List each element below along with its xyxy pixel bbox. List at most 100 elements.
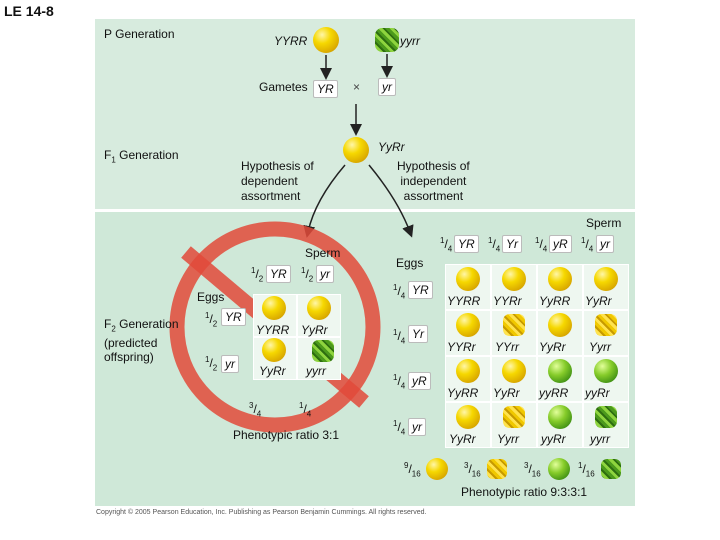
dependent-sperm-fraction-1: 1/2 (251, 266, 264, 284)
f1-generation-label: F1 Generation (104, 148, 179, 165)
arrow-f1-to-independent (368, 164, 414, 238)
hypothesis-dependent-label: Hypothesis of dependent assortment (241, 159, 314, 203)
ratio-yellow-wrinkled-pea-icon (487, 459, 507, 479)
sperm-allele-yr-mixed: Yr (502, 235, 522, 253)
independent-cell: YyRr (492, 357, 536, 401)
sperm-allele-yr-recessive: yr (596, 235, 614, 253)
independent-cell: YyRR (446, 357, 490, 401)
egg-allele-2: Yr (408, 325, 428, 343)
independent-cell: YyRr (446, 403, 490, 447)
egg-allele-3: yR (408, 372, 431, 390)
yellow-round-pea-icon (456, 267, 480, 291)
yellow-wrinkled-pea-icon (595, 314, 617, 336)
parent2-genotype: yyrr (400, 34, 420, 48)
independent-cell: Yyrr (492, 403, 536, 447)
hypothesis-independent-label: Hypothesis of independent assortment (397, 159, 470, 203)
dependent-punnett-square: YYRR YyRr YyRr yyrr (253, 294, 341, 380)
ratio-green-round-pea-icon (548, 458, 570, 480)
yellow-round-pea-icon (307, 296, 331, 320)
yellow-round-pea-icon (594, 267, 618, 291)
dependent-egg-fraction-1: 1/2 (205, 311, 218, 329)
independent-cell: YYRr (492, 265, 536, 309)
independent-cell: YyRR (538, 265, 582, 309)
cross-symbol: × (353, 80, 361, 94)
prohibition-circle (169, 221, 381, 433)
top-panel (95, 19, 635, 209)
ratio-fraction-yellow-wrinkled: 3/16 (464, 461, 481, 479)
sperm-fraction-yr-mixed: 1/4 (488, 236, 501, 254)
yellow-round-pea-icon (456, 405, 480, 429)
ratio-fraction-green-wrinkled: 1/16 (578, 461, 595, 479)
dependent-ratio-fraction-1: 3/4 (249, 401, 262, 419)
panel-divider (95, 209, 635, 212)
independent-cell: yyRr (538, 403, 582, 447)
yellow-round-pea-icon (548, 313, 572, 337)
f2-generation-label: F2 Generation (predicted offspring) (104, 317, 179, 365)
independent-eggs-label: Eggs (396, 256, 424, 270)
parent1-genotype: YYRR (274, 34, 308, 48)
yellow-round-pea-icon (502, 267, 526, 291)
dependent-egg-allele-1: YR (221, 308, 246, 326)
dependent-cell: yyrr (298, 338, 340, 379)
egg-fraction-3: 1/4 (393, 373, 406, 391)
parent1-yellow-round-pea-icon (313, 27, 339, 53)
egg-fraction-2: 1/4 (393, 328, 406, 346)
yellow-round-pea-icon (548, 267, 572, 291)
independent-cell: yyRR (538, 357, 582, 401)
f1-genotype: YyRr (378, 140, 405, 154)
yellow-wrinkled-pea-icon (503, 314, 525, 336)
yellow-wrinkled-pea-icon (503, 406, 525, 428)
dependent-cell: YyRr (298, 295, 340, 337)
green-round-pea-icon (548, 359, 572, 383)
dependent-eggs-label: Eggs (197, 290, 225, 304)
sperm-allele-yr-dominant: YR (454, 235, 479, 253)
f1-yellow-round-pea-icon (343, 137, 369, 163)
figure-title: LE 14-8 (4, 3, 54, 19)
yellow-round-pea-icon (456, 313, 480, 337)
yellow-round-pea-icon (262, 338, 286, 362)
independent-cell: YyRr (584, 265, 628, 309)
green-round-pea-icon (594, 359, 618, 383)
egg-allele-1: YR (408, 281, 433, 299)
independent-cell: yyrr (584, 403, 628, 447)
independent-phenotypic-ratio: Phenotypic ratio 9:3:3:1 (461, 485, 588, 499)
sperm-fraction-yr-dominant: 1/4 (440, 236, 453, 254)
dependent-sperm-allele-1: YR (266, 265, 291, 283)
sperm-fraction-yr-mixed2: 1/4 (535, 236, 548, 254)
yellow-round-pea-icon (262, 296, 286, 320)
green-wrinkled-pea-icon (312, 340, 334, 362)
green-wrinkled-pea-icon (595, 406, 617, 428)
independent-cell: Yyrr (584, 311, 628, 355)
ratio-fraction-green-round: 3/16 (524, 461, 541, 479)
sperm-fraction-yr-recessive: 1/4 (581, 236, 594, 254)
sperm-allele-yr-mixed2: yR (549, 235, 572, 253)
p-generation-label: P Generation (104, 27, 175, 41)
dependent-cell: YYRR (254, 295, 296, 337)
egg-fraction-4: 1/4 (393, 419, 406, 437)
green-round-pea-icon (548, 405, 572, 429)
dependent-ratio-fraction-2: 1/4 (299, 401, 312, 419)
independent-cell: yyRr (584, 357, 628, 401)
dependent-cell: YyRr (254, 338, 296, 379)
gamete-yr-upper: YR (313, 80, 338, 98)
ratio-fraction-yellow-round: 9/16 (404, 461, 421, 479)
arrow-f1-to-dependent (303, 164, 346, 238)
dependent-sperm-fraction-2: 1/2 (301, 266, 314, 284)
dependent-egg-allele-2: yr (221, 355, 239, 373)
independent-cell: YYrr (492, 311, 536, 355)
ratio-yellow-round-pea-icon (426, 458, 448, 480)
independent-sperm-label: Sperm (586, 216, 622, 230)
dependent-sperm-label: Sperm (305, 246, 341, 260)
yellow-round-pea-icon (456, 359, 480, 383)
dependent-phenotypic-ratio: Phenotypic ratio 3:1 (233, 428, 340, 442)
ratio-green-wrinkled-pea-icon (601, 459, 621, 479)
yellow-round-pea-icon (502, 359, 526, 383)
independent-punnett-square: YYRR YYRr YyRR YyRr YYRr YYrr YyRr Yyrr … (445, 264, 629, 448)
gamete-yr-lower: yr (378, 78, 396, 96)
parent2-green-wrinkled-pea-icon (375, 28, 399, 52)
gametes-label: Gametes (259, 80, 308, 94)
independent-cell: YYRr (446, 311, 490, 355)
copyright-notice: Copyright © 2005 Pearson Education, Inc.… (96, 509, 427, 516)
independent-cell: YyRr (538, 311, 582, 355)
dependent-egg-fraction-2: 1/2 (205, 355, 218, 373)
